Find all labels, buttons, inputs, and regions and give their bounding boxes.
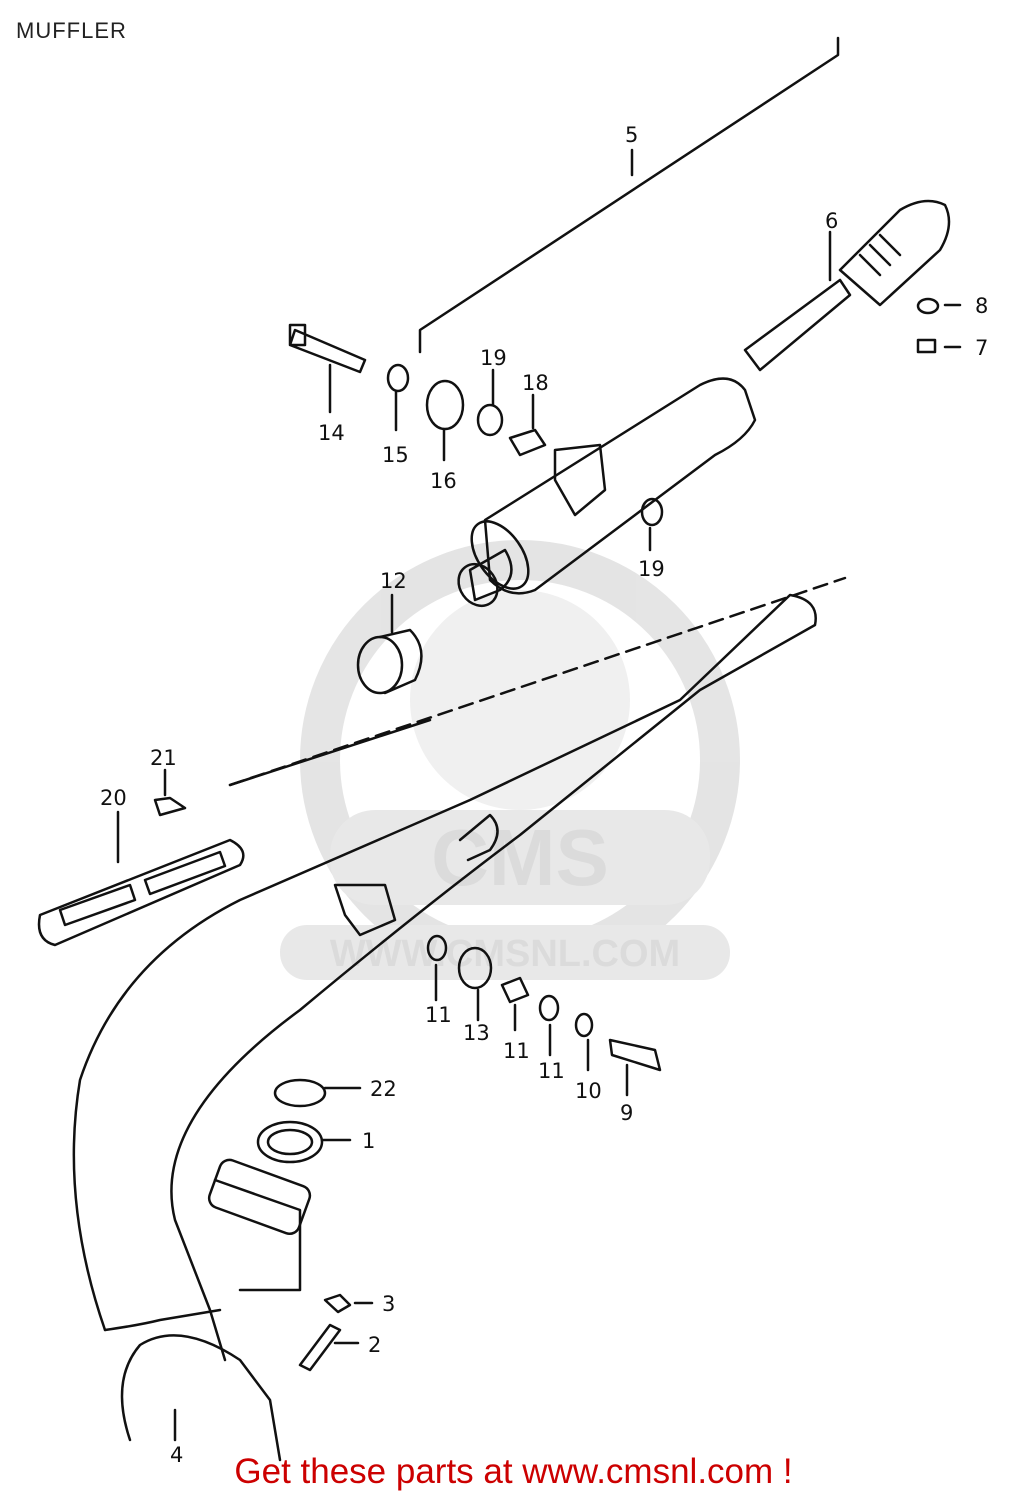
bolt-7: [916, 338, 937, 354]
callout-19b: 19: [638, 557, 665, 581]
callout-11b-label: 11: [538, 1059, 565, 1083]
callout-12: 11: [503, 1039, 530, 1063]
washer-10: [574, 1012, 594, 1038]
callout-17: 16: [430, 469, 457, 493]
callout-14-label: 12: [380, 569, 407, 593]
callout-10: 10: [575, 1079, 602, 1103]
washer-19b: [640, 497, 664, 527]
grommet-14: [356, 628, 423, 695]
callout-5: 5: [625, 123, 638, 147]
callout-15: 14: [318, 421, 345, 445]
callout-4: 4: [170, 1443, 183, 1467]
callout-2: 2: [368, 1333, 381, 1357]
callout-19a: 19: [480, 346, 507, 370]
heat-shield-20: [37, 838, 245, 947]
washer-19a: [476, 403, 504, 437]
stud-2: [298, 1323, 342, 1372]
bolt-21: [153, 796, 187, 817]
watermark-url: WWW.CMSNL.COM: [330, 933, 680, 975]
gasket-1: [256, 1120, 324, 1164]
callout-16: 15: [382, 443, 409, 467]
collar-18: [508, 428, 547, 457]
washer-17: [425, 379, 465, 431]
leader-5: [418, 36, 840, 354]
callout-21: 21: [150, 746, 177, 770]
nut-8: [916, 297, 940, 315]
callout-13: 13: [463, 1021, 490, 1045]
washer-11a: [426, 934, 448, 962]
bolt-15: [288, 323, 367, 374]
callout-22: 22: [370, 1077, 397, 1101]
gasket-22: [273, 1078, 327, 1108]
silencer-body: [457, 377, 757, 608]
washer-11b: [538, 994, 560, 1022]
callout-3: 3: [382, 1292, 395, 1316]
footer-shop-link[interactable]: Get these parts at www.cmsnl.com !: [234, 1452, 793, 1491]
callout-18: 18: [522, 371, 549, 395]
mount-bracket: [333, 883, 397, 937]
callout-8: 8: [975, 294, 988, 318]
callout-9: 9: [620, 1101, 633, 1125]
spark-arrestor-pipe: [743, 199, 951, 372]
expansion-chamber: [72, 593, 817, 1462]
watermark: CMS WWW.CMSNL.COM: [280, 540, 740, 980]
callouts: 5 6 8 7 14 15 16 19 18 19 14 12 21 20 11…: [100, 123, 988, 1467]
watermark-brand: CMS: [431, 813, 609, 902]
callout-20: 20: [100, 786, 127, 810]
bolt-9: [608, 1038, 662, 1072]
callout-1: 1: [362, 1129, 375, 1153]
callout-7: 7: [975, 336, 988, 360]
callout-6: 6: [825, 209, 838, 233]
nut-3: [323, 1293, 352, 1314]
callout-11a: 11: [425, 1003, 452, 1027]
grommet-13: [457, 946, 493, 990]
washer-16: [386, 363, 410, 393]
page-title: MUFFLER: [16, 18, 127, 43]
collar-12: [500, 976, 530, 1004]
